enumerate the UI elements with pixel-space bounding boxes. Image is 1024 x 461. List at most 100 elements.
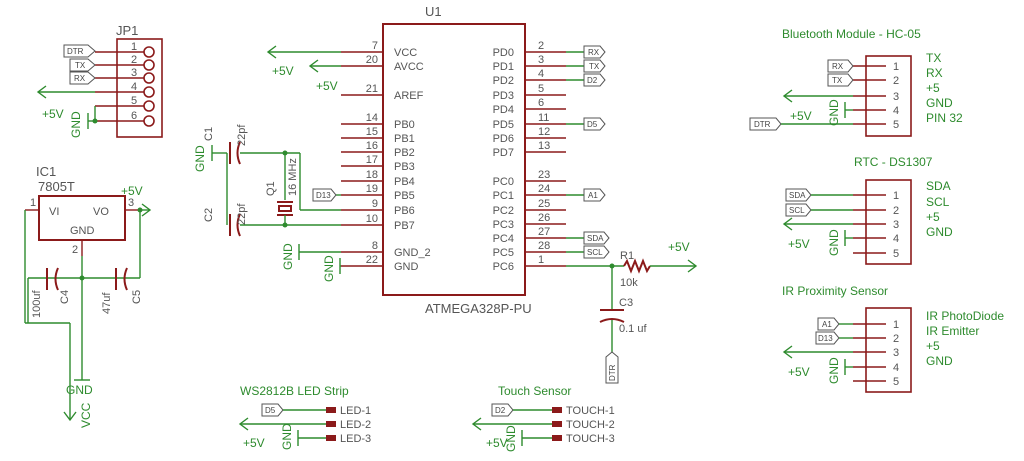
rtc-body xyxy=(865,179,912,265)
u1-power-1: +5V xyxy=(272,64,294,78)
bluetooth-pin-num: 5 xyxy=(893,119,899,131)
u1-left-pin-num: 18 xyxy=(366,169,378,181)
rtc-title: RTC - DS1307 xyxy=(854,155,933,169)
ir-signal-2: IR Emitter xyxy=(926,324,979,338)
rtc-power-arrow xyxy=(782,217,793,231)
crystal-gnd: GND xyxy=(193,145,207,172)
u1-left-pin-label: PB0 xyxy=(394,119,415,131)
u1-right-pin-num: 4 xyxy=(538,68,544,80)
u1-left-pin-num: 22 xyxy=(366,254,378,266)
rtc-signal-3: +5 xyxy=(926,210,940,224)
u1-left-pin-label: GND xyxy=(394,261,419,273)
jp1-header: JP1 1 2 3 4 5 6 DTR TX RX +5V GND xyxy=(36,23,163,138)
touch-power-arrow xyxy=(471,417,482,431)
jp1-pin-1: 1 xyxy=(131,41,137,53)
bt-power: +5V xyxy=(790,109,812,123)
u1-left-pin-num: 21 xyxy=(366,83,378,95)
ic1-vcc-arrow xyxy=(63,411,77,422)
rtc-pin-num: 4 xyxy=(893,233,899,245)
ic1-part: 7805T xyxy=(38,179,75,194)
u1-flag-d13: D13 xyxy=(316,191,331,200)
ir-body xyxy=(865,307,912,393)
rtc-signal-2: SCL xyxy=(926,195,950,209)
u1-right-pin-label: PC3 xyxy=(493,219,514,231)
touch-gnd: GND xyxy=(504,425,518,452)
rtc-signal-4: GND xyxy=(926,225,953,239)
u1-left-pin-num: 15 xyxy=(366,126,378,138)
touch-flag-d2: D2 xyxy=(495,406,506,415)
u1-power-2: +5V xyxy=(316,79,338,93)
ir-flag-d13: D13 xyxy=(818,334,833,343)
reset-power: +5V xyxy=(668,240,690,254)
u1-right-pin-num: 13 xyxy=(538,140,550,152)
led-pin-1: LED-1 xyxy=(340,405,371,417)
ic1-vi: VI xyxy=(49,206,59,218)
u1-avcc-arrow xyxy=(308,59,319,73)
u1-flag-d2: D2 xyxy=(587,76,598,85)
u1-right-pin-num: 27 xyxy=(538,226,550,238)
jp1-pin-4: 4 xyxy=(131,81,137,93)
r1-name: R1 xyxy=(620,250,634,262)
u1-right-pin-label: PD2 xyxy=(493,75,514,87)
u1-right-pin-num: 24 xyxy=(538,183,550,195)
bt-signal-5: PIN 32 xyxy=(926,111,963,125)
ir-flag-a1: A1 xyxy=(822,320,832,329)
ir-signal-4: GND xyxy=(926,354,953,368)
jp1-pin-6: 6 xyxy=(131,110,137,122)
jp1-pin-2: 2 xyxy=(131,54,137,66)
u1-right-pin-label: PD1 xyxy=(493,61,514,73)
u1-left-pins: 7VCC20AVCC21AREF14PB015PB116PB217PB318PB… xyxy=(341,40,431,273)
u1-flag-scl: SCL xyxy=(587,248,603,257)
rtc-power: +5V xyxy=(788,237,810,251)
led-pin-2: LED-2 xyxy=(340,419,371,431)
jp1-body xyxy=(116,38,163,138)
u1-left-pin-label: PB7 xyxy=(394,220,415,232)
jp1-rx-flag xyxy=(69,71,96,85)
u1-right-pin-num: 26 xyxy=(538,212,550,224)
u1-left-pin-label: VCC xyxy=(394,47,417,59)
ir-pin-num: 3 xyxy=(893,347,899,359)
u1-right-pin-label: PD4 xyxy=(493,104,514,116)
touch-sensor: Touch Sensor D2 +5V GND TOUCH-1 TOUCH-2 … xyxy=(471,384,615,452)
u1-right-pin-label: PD3 xyxy=(493,90,514,102)
ir-pin-num: 2 xyxy=(893,333,899,345)
u1-right-pin-num: 12 xyxy=(538,126,550,138)
ic1-gnd-pin: GND xyxy=(70,225,95,237)
rtc-pin-num: 5 xyxy=(893,248,899,260)
touch-power: +5V xyxy=(486,436,508,450)
u1-flag-d5: D5 xyxy=(587,120,598,129)
jp1-dtr-label: DTR xyxy=(67,47,84,56)
jp1-pin-3: 3 xyxy=(131,67,137,79)
u1-left-pin-label: PB6 xyxy=(394,205,415,217)
u1-right-pin-num: 25 xyxy=(538,198,550,210)
u1-gnd-2: GND xyxy=(322,255,336,282)
u1-right-pin-num: 2 xyxy=(538,40,544,52)
u1-body xyxy=(382,23,526,296)
ic1-gnd-label: GND xyxy=(66,383,93,397)
bt-signal-4: GND xyxy=(926,96,953,110)
u1-right-pin-label: PC1 xyxy=(493,190,514,202)
c4-value: 100uf xyxy=(31,290,43,318)
q1-value: 16 MHz xyxy=(287,158,299,196)
u1-mcu: U1 ATMEGA328P-PU 7VCC20AVCC21AREF14PB015… xyxy=(266,4,610,316)
u1-flag-sda: SDA xyxy=(587,234,604,243)
u1-left-pin-num: 7 xyxy=(372,40,378,52)
r1-power-arrow xyxy=(687,259,698,273)
c3-dtr-flag xyxy=(605,351,619,384)
ic1-vcc: VCC xyxy=(79,402,93,428)
u1-right-pin-label: PC5 xyxy=(493,247,514,259)
touch-title: Touch Sensor xyxy=(498,384,571,398)
bluetooth-pin-num: 4 xyxy=(893,105,899,117)
u1-left-pin-label: GND_2 xyxy=(394,247,431,259)
ir-title: IR Proximity Sensor xyxy=(782,284,888,298)
led-flag-d5: D5 xyxy=(265,406,276,415)
ir-power-arrow xyxy=(782,345,793,359)
u1-right-pin-label: PD5 xyxy=(493,119,514,131)
rtc-flag-sda: SDA xyxy=(789,191,806,200)
u1-right-pin-num: 3 xyxy=(538,54,544,66)
bt-power-arrow xyxy=(782,89,793,103)
u1-right-pin-label: PD0 xyxy=(493,47,514,59)
